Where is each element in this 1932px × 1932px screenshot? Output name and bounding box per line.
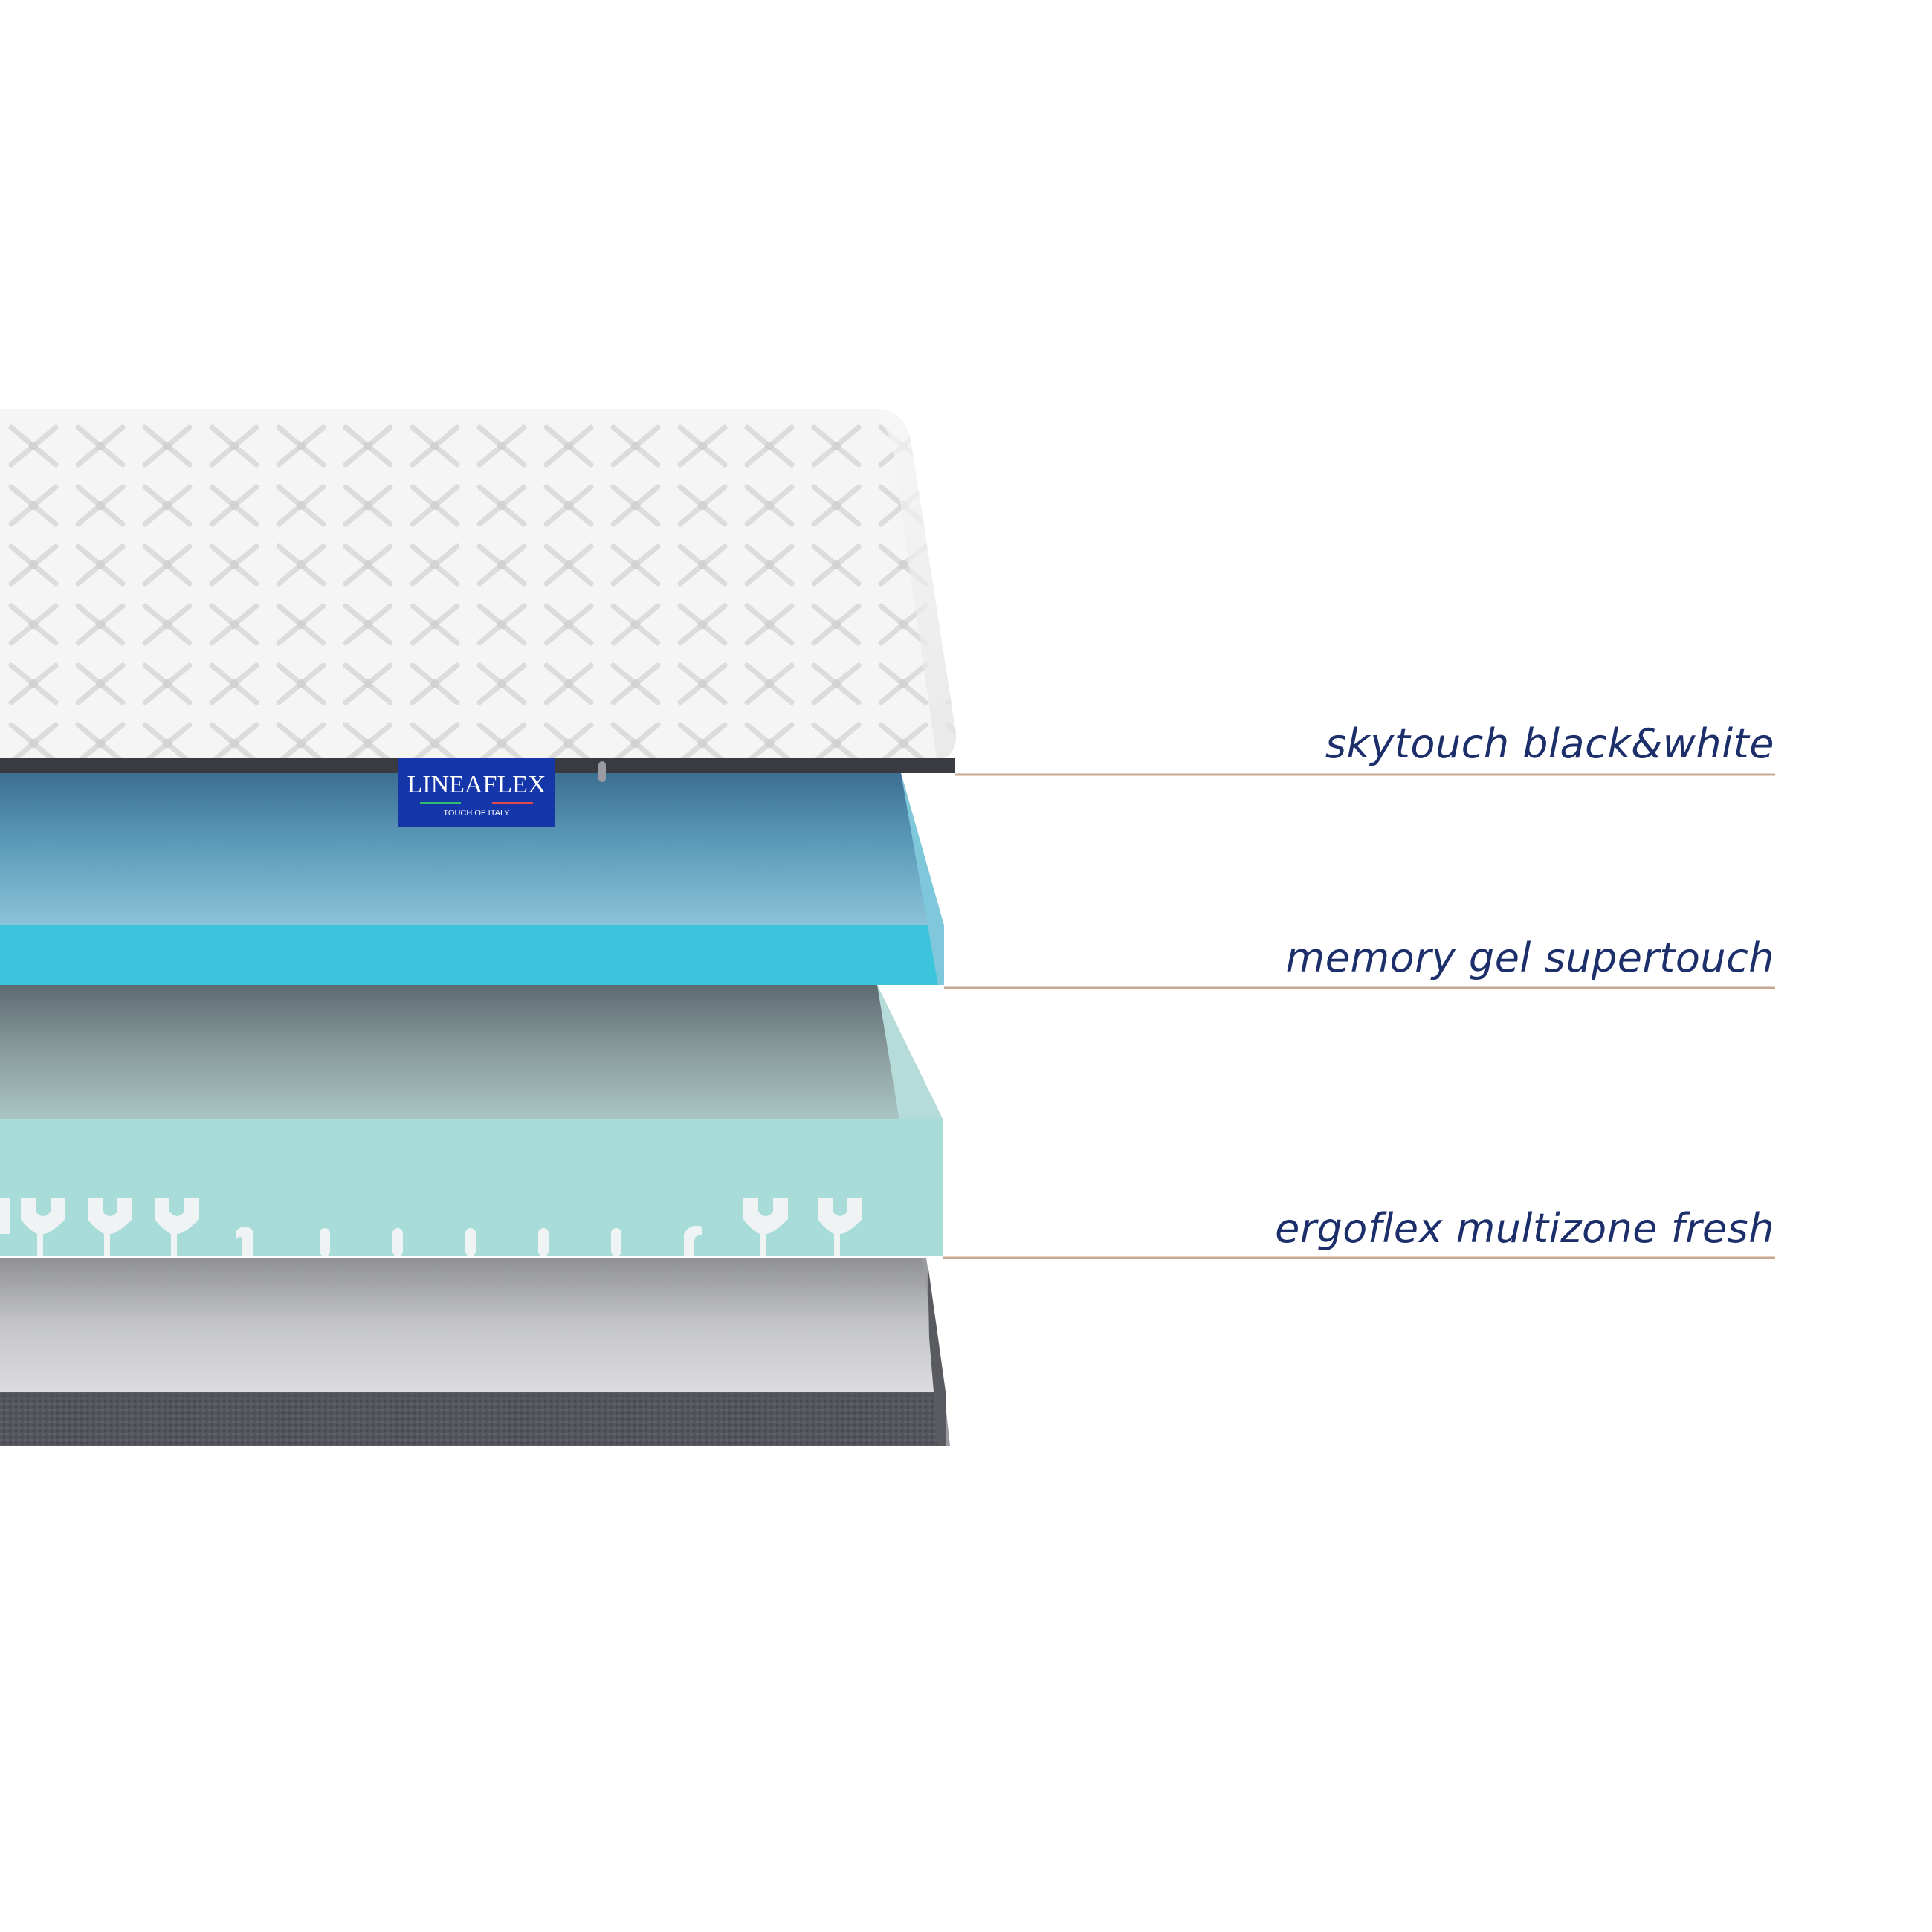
layer-label-skytouch: skytouch black&white: [1325, 720, 1774, 767]
layer-label-ergoflex: ergoflex multizone fresh: [1275, 1205, 1774, 1252]
ergoflex-layer: [0, 985, 943, 1256]
brand-tag: LINEAFLEX TOUCH OF ITALY: [398, 758, 555, 827]
brand-tag-subtext: TOUCH OF ITALY: [443, 809, 510, 818]
brand-tag-text: LINEAFLEX: [407, 771, 546, 798]
zipper-pull-icon: [598, 761, 606, 782]
layer-label-memory-gel: memory gel supertouch: [1285, 934, 1774, 981]
ergoflex-zone-cuts: [0, 1198, 862, 1256]
base-layer: [0, 1258, 950, 1446]
topper-layer: [0, 409, 956, 773]
memory-gel-layer: [0, 773, 944, 985]
